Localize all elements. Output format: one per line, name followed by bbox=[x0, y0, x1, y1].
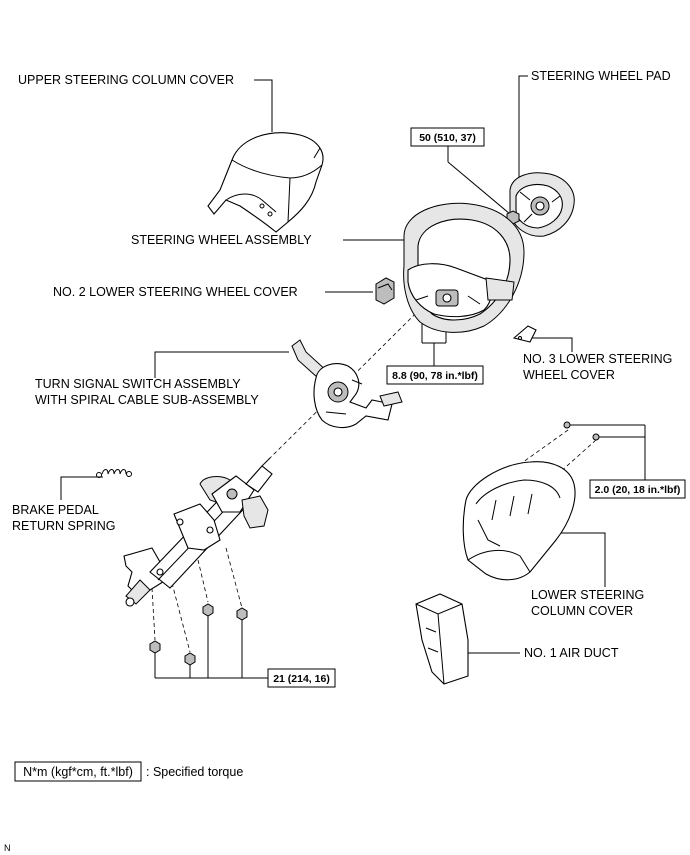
label-steering-wheel-pad: STEERING WHEEL PAD bbox=[531, 69, 671, 83]
label-no3-lower-steering-wheel-cover-line1: NO. 3 LOWER STEERING bbox=[523, 352, 672, 366]
torque-pad-screws-value: 8.8 (90, 78 in.*lbf) bbox=[392, 370, 478, 382]
torque-box-cover-screws: 2.0 (20, 18 in.*lbf) bbox=[589, 479, 686, 499]
torque-specs: 50 (510, 37) 8.8 (90, 78 in.*lbf) 2.0 (2… bbox=[267, 127, 686, 688]
legend: N*m (kgf*cm, ft.*lbf) : Specified torque bbox=[14, 761, 243, 782]
turn-signal-switch-assembly bbox=[291, 339, 403, 429]
label-steering-wheel-assembly: STEERING WHEEL ASSEMBLY bbox=[131, 233, 312, 247]
lower-cover-screws bbox=[563, 421, 600, 441]
label-no1-air-duct: NO. 1 AIR DUCT bbox=[524, 646, 619, 660]
label-upper-steering-column-cover: UPPER STEERING COLUMN COVER bbox=[18, 73, 234, 87]
steering-wheel-pad bbox=[509, 172, 575, 237]
no2-lower-steering-wheel-cover bbox=[375, 277, 395, 305]
brake-pedal-return-spring bbox=[96, 469, 132, 478]
label-turn-signal-switch-line2: WITH SPIRAL CABLE SUB-ASSEMBLY bbox=[35, 393, 259, 407]
label-lower-steering-column-cover-line1: LOWER STEERING bbox=[531, 588, 644, 602]
label-no3-lower-steering-wheel-cover-line2: WHEEL COVER bbox=[523, 368, 615, 382]
torque-box-wheel-nut: 50 (510, 37) bbox=[410, 127, 485, 147]
column-mounting-nuts bbox=[149, 603, 248, 666]
steering-column-assembly bbox=[123, 457, 273, 607]
assembly-center-lines bbox=[151, 209, 597, 653]
upper-steering-column-cover bbox=[207, 132, 324, 233]
leader-lines bbox=[60, 75, 646, 679]
corner-mark: N bbox=[4, 843, 11, 853]
legend-description: : Specified torque bbox=[146, 765, 243, 779]
label-lower-steering-column-cover-line2: COLUMN COVER bbox=[531, 604, 633, 618]
torque-box-pad-screws: 8.8 (90, 78 in.*lbf) bbox=[386, 365, 484, 385]
torque-column-nuts-value: 21 (214, 16) bbox=[273, 673, 330, 685]
no1-air-duct bbox=[415, 593, 469, 685]
part-labels: UPPER STEERING COLUMN COVER STEERING WHE… bbox=[12, 69, 672, 660]
no3-lower-steering-wheel-cover bbox=[512, 325, 537, 343]
torque-cover-screws-value: 2.0 (20, 18 in.*lbf) bbox=[595, 484, 681, 496]
label-turn-signal-switch-line1: TURN SIGNAL SWITCH ASSEMBLY bbox=[35, 377, 241, 391]
label-brake-pedal-return-spring-line2: RETURN SPRING bbox=[12, 519, 115, 533]
legend-unit-box: N*m (kgf*cm, ft.*lbf) bbox=[23, 765, 133, 779]
label-brake-pedal-return-spring-line1: BRAKE PEDAL bbox=[12, 503, 99, 517]
torque-box-column-nuts: 21 (214, 16) bbox=[267, 668, 336, 688]
lower-steering-column-cover bbox=[462, 461, 576, 581]
label-no2-lower-steering-wheel-cover: NO. 2 LOWER STEERING WHEEL COVER bbox=[53, 285, 298, 299]
steering-wheel-assembly bbox=[403, 202, 525, 333]
torque-wheel-nut-value: 50 (510, 37) bbox=[419, 132, 476, 144]
